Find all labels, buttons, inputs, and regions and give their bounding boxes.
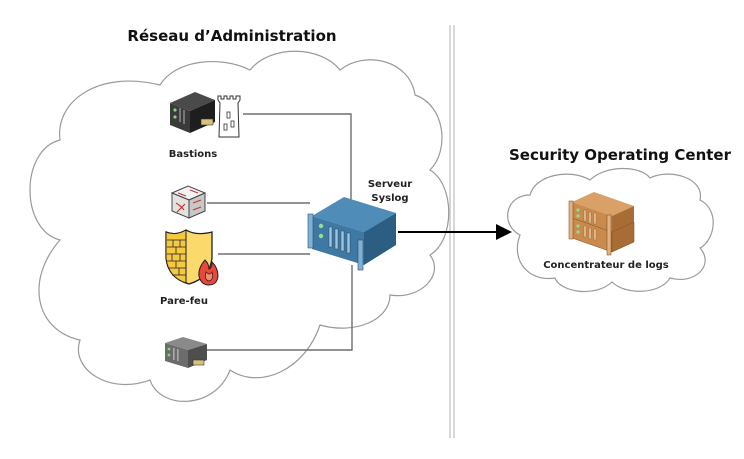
router-switch-icon: [170, 185, 207, 219]
admin-network-title: Réseau d’Administration: [127, 27, 336, 45]
blue-server-icon: [307, 197, 396, 271]
link-bastions-syslog: [243, 113, 352, 200]
connections: [207, 113, 512, 351]
firewall-label: Pare-feu: [160, 296, 208, 307]
bastions-label: Bastions: [169, 149, 218, 160]
firewall-node[interactable]: Pare-feu: [160, 229, 219, 307]
server-icon: [165, 337, 207, 368]
stacked-servers-icon: [568, 192, 635, 256]
fire-icon: [198, 259, 219, 286]
soc-title: Security Operating Center: [509, 146, 732, 164]
log-collector-label: Concentrateur de logs: [543, 260, 669, 271]
syslog-label-line2: Syslog: [371, 193, 408, 204]
generic-server-node[interactable]: [165, 337, 207, 368]
syslog-server-node[interactable]: Serveur Syslog: [307, 179, 412, 271]
admin-network-cloud: [29, 50, 450, 402]
link-server-syslog: [207, 265, 353, 351]
bastions-node[interactable]: Bastions: [169, 92, 241, 160]
log-collector-node[interactable]: Concentrateur de logs: [543, 192, 669, 271]
syslog-label-line1: Serveur: [368, 179, 412, 190]
tower-icon: [217, 95, 241, 138]
router-node[interactable]: [170, 185, 207, 219]
dark-server-icon: [170, 92, 215, 133]
